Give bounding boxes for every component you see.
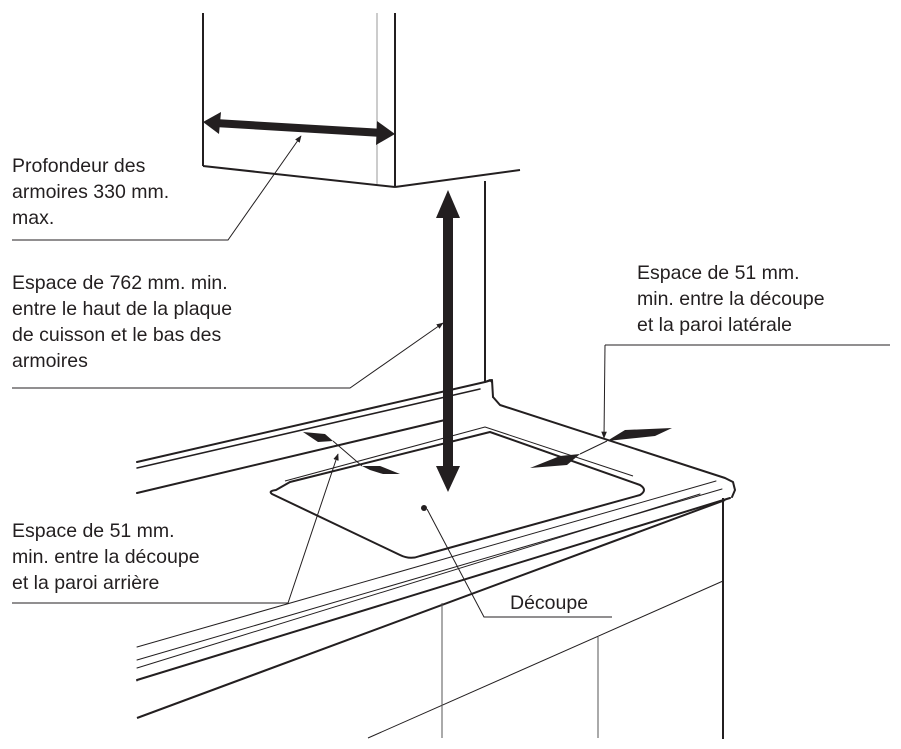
- vertical-clearance-label: Espace de 762 mm. min. entre le haut de …: [12, 272, 233, 372]
- vertical-clearance-arrow: [436, 190, 460, 492]
- upper-cabinet: [202, 13, 521, 188]
- rear-clearance-label: Espace de 51 mm. min. entre la découpe e…: [12, 520, 200, 594]
- side-clearance-label: Espace de 51 mm. min. entre la découpe e…: [637, 262, 825, 336]
- cabinet-depth-label: Profondeur des armoires 330 mm. max.: [12, 155, 170, 229]
- lower-cabinet: [136, 498, 726, 739]
- cutout-label: Découpe: [510, 592, 589, 614]
- cabinet-depth-arrow: [203, 112, 395, 145]
- cutout-marker-dot: [421, 505, 427, 511]
- cutout-outline: [269, 426, 645, 559]
- leader-lines: [12, 135, 890, 618]
- side-clearance-arrows: [530, 428, 672, 468]
- countertop: [136, 379, 736, 682]
- rear-clearance-arrows: [303, 432, 400, 474]
